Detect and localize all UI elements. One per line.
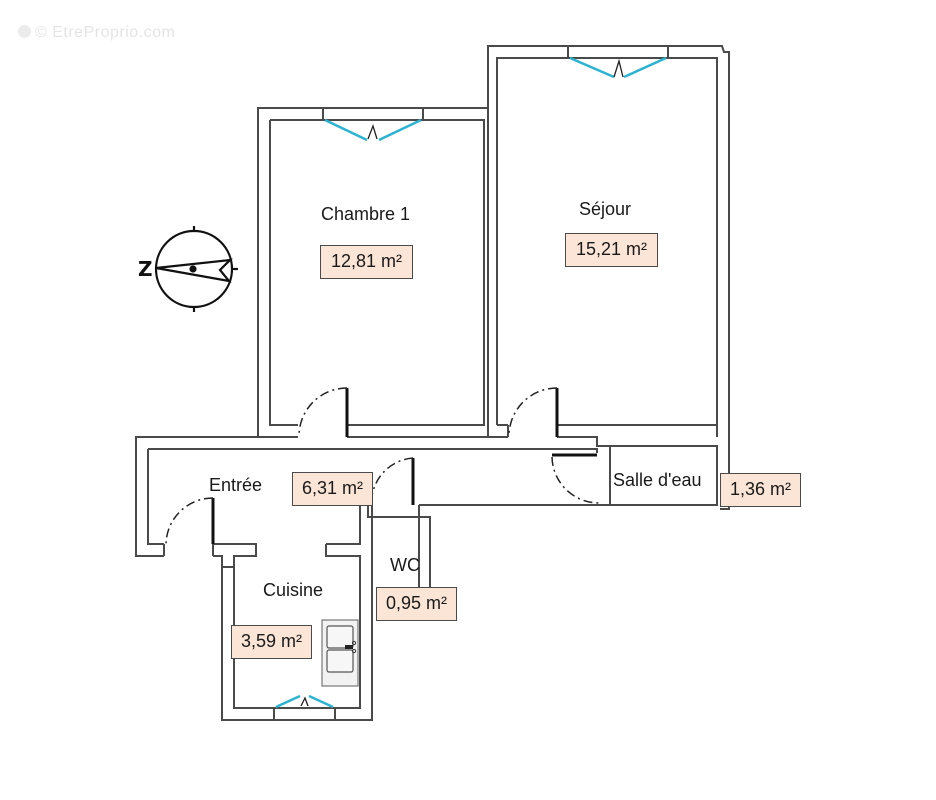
room-label-chambre-1: Chambre 1 [321,204,411,224]
area-badge-chambre-1: 12,81 m² [320,245,413,279]
compass-icon [154,226,238,312]
area-badge-salle-deau: 1,36 m² [720,473,801,507]
salle-deau-walls [609,445,718,506]
watermark: © EtreProprio.com [18,24,175,42]
windows [275,56,667,709]
area-badge-sejour: 15,21 m² [565,233,658,267]
door-swings [165,387,600,545]
sejour-walls [487,45,730,510]
window-sejour [569,56,667,79]
wc-cuisine-walls [221,504,431,721]
area-badge-cuisine: 3,59 m² [231,625,312,659]
room-label-wc: WC [390,555,420,575]
window-cuisine [275,694,334,709]
sink-icon [321,619,359,687]
window-chambre-1 [324,118,422,142]
area-badge-wc: 0,95 m² [376,587,457,621]
compass-north-letter: Z [138,257,153,281]
entree-walls [135,436,610,709]
door-leaves [211,388,597,544]
room-label-sejour: Séjour [579,199,632,219]
logo-icon [18,25,31,38]
room-label-entree: Entrée [209,475,263,495]
room-label-salle-deau: Salle d'eau [613,470,702,490]
area-badge-entree: 6,31 m² [292,472,373,506]
room-label-cuisine: Cuisine [263,580,324,600]
